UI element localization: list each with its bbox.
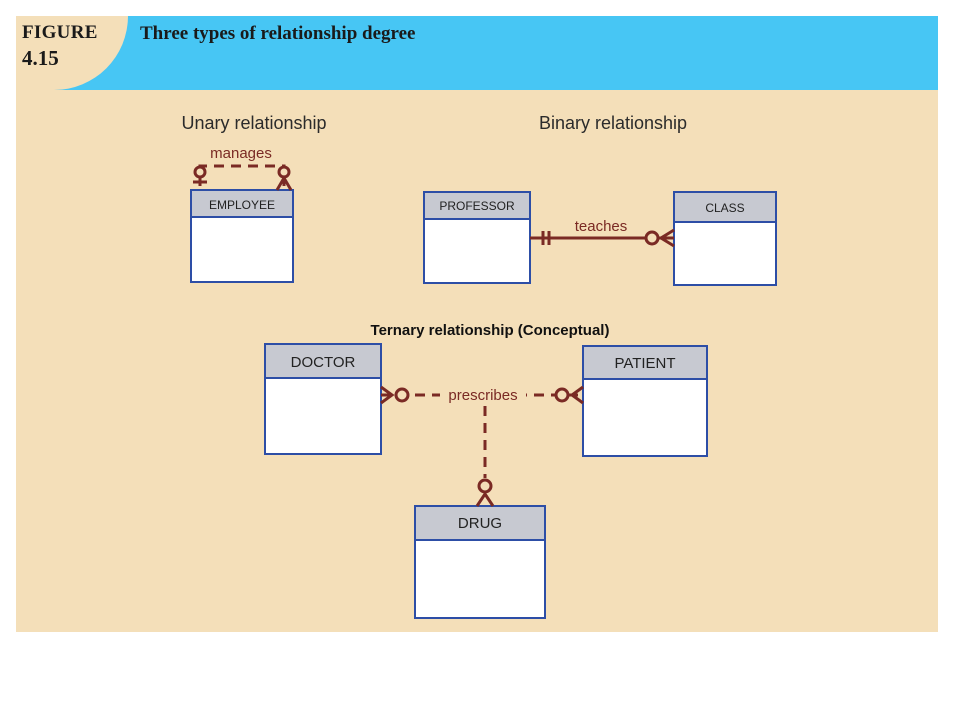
entity-patient-name: PATIENT — [614, 355, 675, 372]
figure-title: Three types of relationship degree — [140, 23, 416, 44]
prescribes-label-bg — [440, 384, 526, 404]
relationship-teaches: teaches — [530, 218, 675, 248]
entity-employee-name: EMPLOYEE — [209, 198, 275, 212]
entity-employee-header — [190, 189, 294, 218]
section-label-binary: Binary relationship — [539, 113, 687, 133]
relationship-manages-label: manages — [210, 145, 272, 162]
prescribes-crowfoot-patient — [569, 385, 584, 405]
entity-patient-header — [582, 345, 708, 380]
relationship-teaches-label: teaches — [575, 218, 628, 235]
figure-header-band — [16, 16, 938, 90]
entity-drug: DRUG — [414, 505, 546, 619]
prescribes-crowfoot-doctor — [380, 385, 395, 405]
entity-professor: PROFESSOR — [423, 191, 531, 284]
prescribes-ring-doctor — [394, 387, 410, 403]
relationship-manages-line — [198, 164, 286, 186]
figure-panel: FIGURE 4.15 Three types of relationship … — [16, 16, 938, 632]
prescribes-ring-patient — [554, 387, 570, 403]
prescribes-crowfoot-drug — [475, 491, 495, 507]
relationship-prescribes: prescribes — [380, 384, 584, 507]
relationship-prescribes-label: prescribes — [448, 387, 517, 404]
teaches-crowfoot — [658, 228, 675, 248]
entity-drug-name: DRUG — [458, 515, 502, 532]
relationship-manages: manages — [193, 145, 293, 191]
figure-number: 4.15 — [22, 46, 59, 70]
entity-doctor: DOCTOR — [264, 343, 382, 455]
teaches-optional-ring — [644, 230, 660, 246]
entity-professor-header — [423, 191, 531, 220]
section-label-unary: Unary relationship — [181, 113, 326, 133]
section-label-ternary: Ternary relationship (Conceptual) — [371, 322, 610, 339]
entity-professor-name: PROFESSOR — [439, 199, 515, 213]
er-diagram: Unary relationship Binary relationship T… — [181, 113, 777, 619]
figure-word: FIGURE — [22, 22, 98, 43]
entity-doctor-header — [264, 343, 382, 379]
entity-doctor-name: DOCTOR — [291, 354, 356, 371]
manages-optional-ring-left — [193, 165, 207, 179]
entity-class: CLASS — [673, 191, 777, 286]
entity-patient: PATIENT — [582, 345, 708, 457]
entity-class-name: CLASS — [705, 201, 744, 215]
manages-crowfoot-right — [275, 175, 293, 191]
entity-drug-header — [414, 505, 546, 541]
entity-class-header — [673, 191, 777, 223]
entity-employee: EMPLOYEE — [190, 189, 294, 283]
prescribes-ring-drug — [477, 478, 493, 494]
